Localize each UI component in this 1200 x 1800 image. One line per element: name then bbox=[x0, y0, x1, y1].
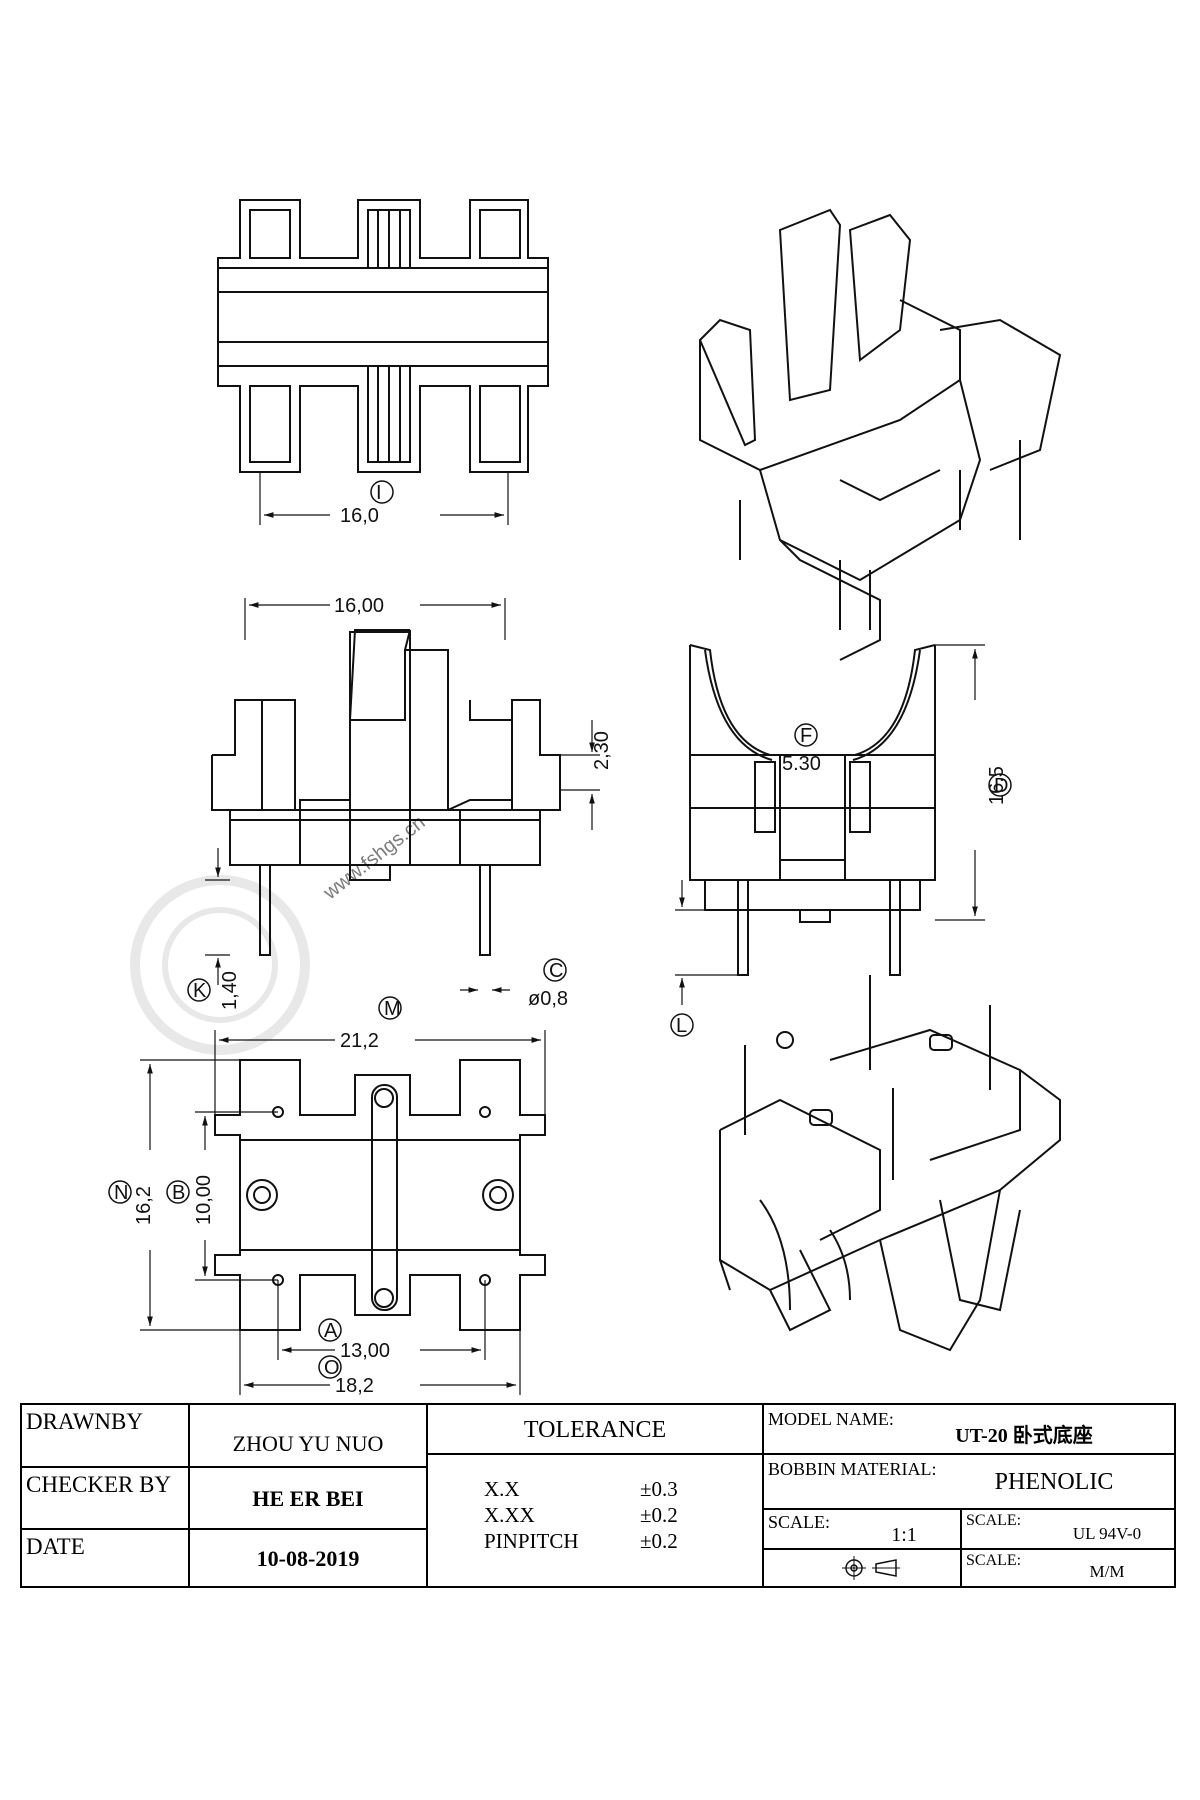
dim-side-slot: 5.30 bbox=[782, 753, 821, 775]
drawn-by-value: ZHOU YU NUO bbox=[232, 1431, 384, 1456]
callout-I: I bbox=[370, 480, 394, 504]
svg-text:N: N bbox=[114, 1182, 128, 1204]
dim-bottom-pitch-v: 10,00 bbox=[193, 1175, 215, 1225]
drawn-by-label: DRAWNBY bbox=[26, 1409, 143, 1434]
tol-name-3: PINPITCH bbox=[484, 1529, 579, 1553]
dim-top-width: 16,0 bbox=[340, 505, 379, 527]
dim-bottom-base: 18,2 bbox=[335, 1375, 374, 1397]
scale2-label: SCALE: bbox=[966, 1512, 1022, 1529]
side-view bbox=[675, 644, 985, 1005]
model-value: UT-20 卧式底座 bbox=[955, 1425, 1093, 1447]
dim-pin-dia: ø0,8 bbox=[528, 988, 568, 1010]
dim-front-width: 16,00 bbox=[334, 595, 384, 617]
svg-text:K: K bbox=[193, 980, 207, 1002]
tol-value-2: ±0.2 bbox=[640, 1503, 678, 1527]
tol-name-1: X.X bbox=[484, 1477, 520, 1501]
svg-text:A: A bbox=[324, 1320, 338, 1342]
material-label: BOBBIN MATERIAL: bbox=[768, 1459, 937, 1479]
callout-C: C bbox=[543, 958, 567, 982]
callout-A: A bbox=[318, 1318, 342, 1342]
callout-L: L bbox=[670, 1013, 694, 1037]
scale2-value: UL 94V-0 bbox=[1072, 1524, 1142, 1543]
callout-D: D bbox=[988, 773, 1012, 797]
scale-cell: SCALE: 1:1 bbox=[764, 1510, 962, 1550]
scale-label: SCALE: bbox=[768, 1512, 831, 1532]
date-value: 10-08-2019 bbox=[256, 1546, 360, 1571]
bottom-view bbox=[140, 1030, 546, 1395]
front-view bbox=[205, 598, 600, 993]
checker-cell: HE ER BEI bbox=[190, 1468, 428, 1530]
projection-symbol-icon bbox=[842, 1556, 900, 1580]
callout-M: M bbox=[378, 996, 402, 1020]
callout-F: F bbox=[794, 723, 818, 747]
model-cell: MODEL NAME: UT-20 卧式底座 bbox=[764, 1405, 1174, 1455]
tolerance-title-cell: TOLERANCE bbox=[428, 1405, 764, 1455]
scale3-cell: SCALE: M/M bbox=[962, 1550, 1174, 1586]
date-label-cell: DATE bbox=[22, 1530, 190, 1586]
isometric-view-top bbox=[698, 208, 1062, 661]
drawn-by-label-cell: DRAWNBY bbox=[22, 1405, 190, 1468]
scale-value: 1:1 bbox=[891, 1524, 917, 1546]
dim-bottom-pitch-h: 13,00 bbox=[340, 1340, 390, 1362]
dim-bottom-height: 16,2 bbox=[133, 1186, 155, 1225]
technical-drawing: www.fshgs.cn 16,0 I bbox=[108, 199, 1062, 1397]
model-label: MODEL NAME: bbox=[768, 1409, 894, 1429]
callout-K: K bbox=[187, 978, 211, 1002]
tol-value-1: ±0.3 bbox=[640, 1477, 678, 1501]
projection-cell bbox=[764, 1550, 962, 1586]
dim-front-step: 2,30 bbox=[591, 731, 613, 770]
svg-text:O: O bbox=[324, 1357, 340, 1379]
drawn-by-cell: ZHOU YU NUO bbox=[190, 1405, 428, 1468]
svg-text:D: D bbox=[994, 775, 1008, 797]
scale3-label: SCALE: bbox=[966, 1552, 1022, 1569]
checker-label-cell: CHECKER BY bbox=[22, 1468, 190, 1530]
tolerance-values-cell: X.X ±0.3 X.XX ±0.2 PINPITCH ±0.2 bbox=[428, 1455, 764, 1586]
svg-text:C: C bbox=[549, 960, 563, 982]
material-cell: BOBBIN MATERIAL: PHENOLIC bbox=[764, 1455, 1174, 1510]
callout-N: N bbox=[108, 1180, 132, 1204]
svg-text:L: L bbox=[676, 1015, 687, 1037]
material-value: PHENOLIC bbox=[994, 1469, 1114, 1495]
top-view bbox=[217, 199, 549, 525]
title-block: DRAWNBY CHECKER BY DATE ZHOU YU NUO HE E… bbox=[20, 1403, 1176, 1588]
dim-bottom-width: 21,2 bbox=[340, 1030, 379, 1052]
scale2-cell: SCALE: UL 94V-0 bbox=[962, 1510, 1174, 1550]
date-label: DATE bbox=[26, 1534, 85, 1559]
callout-B: B bbox=[166, 1180, 190, 1204]
date-cell: 10-08-2019 bbox=[190, 1530, 428, 1586]
watermark-text: www.fshgs.cn bbox=[319, 811, 430, 904]
checker-value: HE ER BEI bbox=[252, 1486, 364, 1511]
svg-text:I: I bbox=[376, 482, 382, 504]
dim-front-pin-len: 1,40 bbox=[219, 971, 241, 1010]
tolerance-title: TOLERANCE bbox=[523, 1417, 667, 1443]
tol-value-3: ±0.2 bbox=[640, 1529, 678, 1553]
svg-text:M: M bbox=[384, 998, 401, 1020]
callout-O: O bbox=[318, 1355, 342, 1379]
checker-label: CHECKER BY bbox=[26, 1472, 172, 1497]
tol-name-2: X.XX bbox=[484, 1503, 535, 1527]
svg-text:F: F bbox=[800, 725, 812, 747]
isometric-view-bottom bbox=[719, 975, 1061, 1352]
scale3-value: M/M bbox=[1089, 1562, 1125, 1581]
svg-text:B: B bbox=[172, 1182, 185, 1204]
